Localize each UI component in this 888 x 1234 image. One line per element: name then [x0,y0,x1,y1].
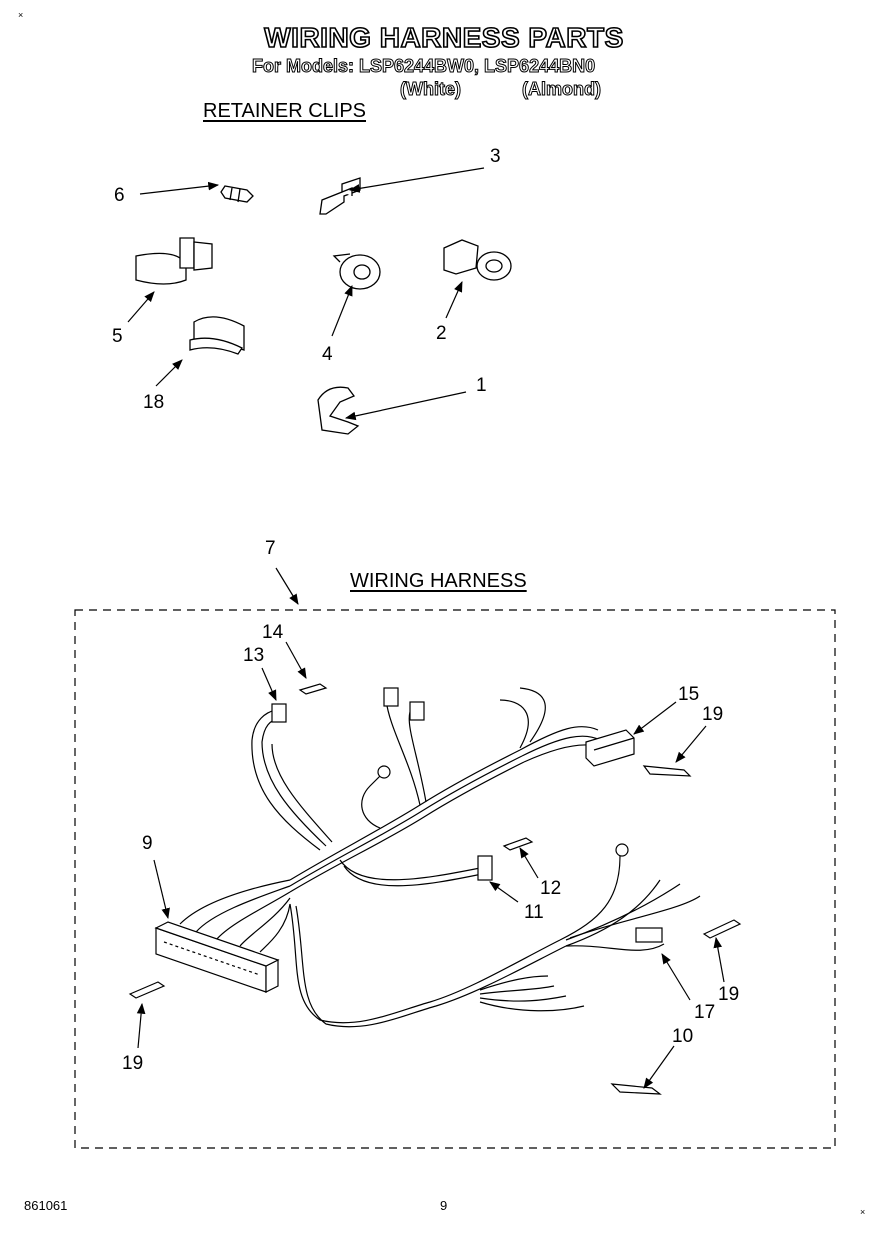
callout-3: 3 [490,146,501,167]
arrow-19-mid [713,936,725,983]
callout-12: 12 [540,878,562,899]
callout-1: 1 [476,375,487,396]
color-almond-label: (Almond) [522,79,602,100]
page-number: 9 [440,1198,448,1213]
arrow-13 [261,667,277,701]
models-line: For Models: LSP6244BW0, LSP6244BN0 [251,56,596,77]
terminal-12-part [502,837,534,851]
arrow-19-right [675,725,707,763]
callout-10: 10 [672,1026,694,1047]
arrow-9 [153,859,170,920]
callout-6: 6 [114,185,125,206]
arrow-12 [519,847,539,879]
corner-mark-top: × [18,10,24,20]
arrow-3 [348,167,485,193]
clip-6-part [220,185,254,203]
arrow-19-left [136,1002,146,1049]
terminal-19-left-part [128,981,166,999]
clip-18-part [189,316,245,355]
terminal-19-right-part [642,765,692,777]
clip-4-part [332,253,381,290]
callout-9: 9 [142,833,153,854]
arrow-6 [139,181,220,195]
arrow-15 [633,701,677,735]
terminal-10-part [610,1083,662,1095]
arrow-18 [155,359,183,387]
arrow-4 [331,284,353,337]
callout-15: 15 [678,684,700,705]
callout-19-mid: 19 [718,984,740,1005]
arrow-14 [285,641,307,679]
clip-3-part [319,177,361,215]
arrow-1 [344,391,467,421]
terminal-19-mid-part [702,919,742,939]
harness-kit-boundary [74,609,836,1149]
callout-19-left: 19 [122,1053,144,1074]
retainer-clips-heading: RETAINER CLIPS [203,100,366,122]
callout-17: 17 [694,1002,716,1023]
corner-mark-bottom: × [860,1207,866,1217]
page-title: WIRING HARNESS PARTS [263,21,624,54]
arrow-17 [661,953,691,1001]
document-number: 861061 [24,1198,68,1213]
callout-14: 14 [262,622,284,643]
wiring-harness-heading: WIRING HARNESS [350,570,527,592]
callout-11: 11 [524,902,544,923]
clip-2-part [443,239,512,281]
callout-13: 13 [243,645,265,666]
color-white-label: (White) [400,79,462,100]
terminal-14-part [298,683,328,695]
clip-5-part [135,237,213,285]
arrow-7 [275,567,299,605]
callout-19-right: 19 [702,704,724,725]
callout-7: 7 [265,538,276,559]
callout-2: 2 [436,323,447,344]
arrow-5 [127,291,155,323]
callout-18: 18 [143,392,165,413]
callout-5: 5 [112,326,123,347]
arrow-10 [643,1045,675,1089]
arrow-2 [445,281,463,319]
callout-4: 4 [322,344,333,365]
clip-1-part [317,386,360,435]
wiring-harness-part [154,687,701,1028]
arrow-11 [489,881,519,903]
